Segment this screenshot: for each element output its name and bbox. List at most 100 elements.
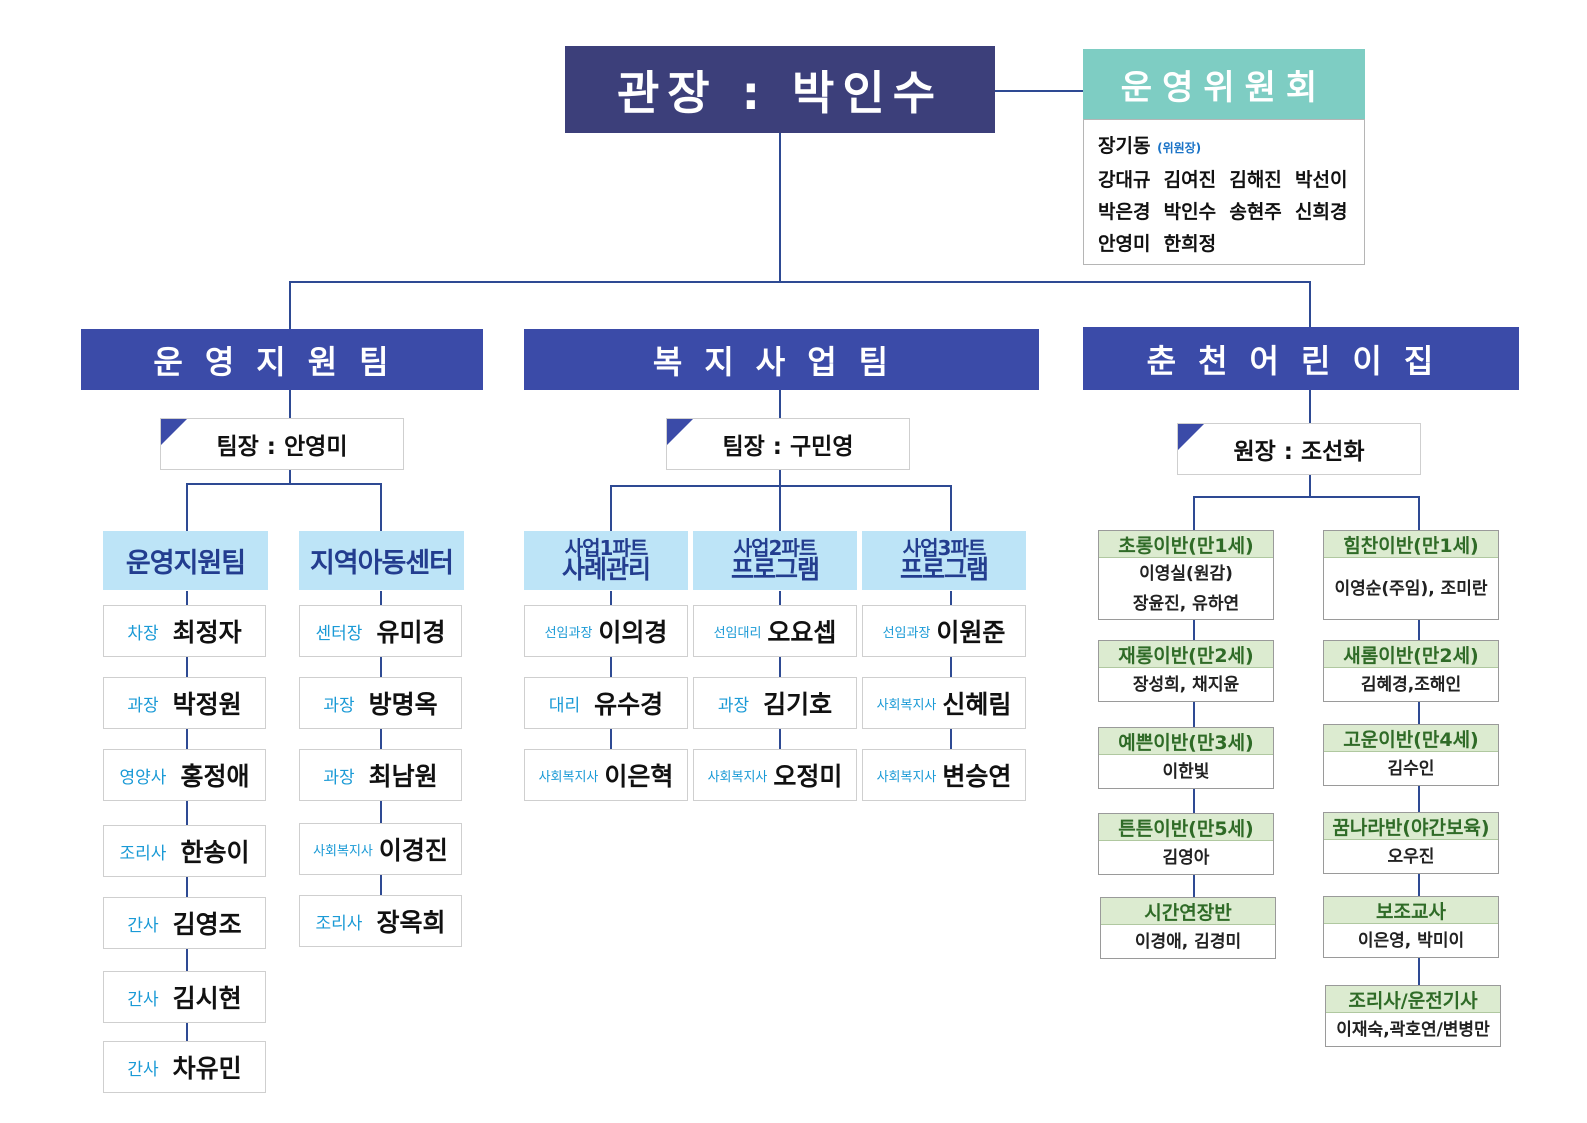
leader-box-welfare: 팀장 : 구민영 — [666, 418, 910, 470]
director-label: 관장 : 박인수 — [616, 65, 944, 120]
member-box: 영양사 홍정애 — [103, 749, 266, 801]
member-role: 과장 — [717, 695, 750, 716]
member-box: 차장 최정자 — [103, 605, 266, 657]
member-box: 간사 김시현 — [103, 971, 266, 1023]
member-name: 박정원 — [172, 690, 242, 719]
committee-row: 박은경 박인수 송현주 신희경 — [1098, 201, 1348, 223]
member-box: 선임과장 이의경 — [524, 605, 688, 657]
member-role: 과장 — [323, 695, 355, 716]
class-member: 장윤진, 유하연 — [1132, 594, 1240, 614]
connector-line — [950, 591, 952, 761]
member-name: 최정자 — [172, 618, 242, 647]
member-name: 이경진 — [378, 836, 448, 865]
team-header-daycare: 춘천어린이집 — [1083, 327, 1519, 390]
member-role: 과장 — [323, 767, 355, 788]
member-role: 과장 — [127, 695, 159, 716]
leader-label: 팀장 : 구민영 — [722, 434, 854, 460]
class-box: 조리사/운전기사 이재숙,곽호연/변병만 — [1325, 985, 1501, 1047]
connector-line — [1309, 475, 1311, 497]
member-role: 대리 — [548, 695, 581, 716]
member-role: 선임과장 — [882, 625, 931, 641]
member-role: 사회복지사 — [707, 769, 768, 785]
class-title: 재롱이반(만2세) — [1099, 641, 1273, 668]
member-role: 선임대리 — [713, 625, 762, 641]
class-box: 힘찬이반(만1세) 이영순(주임), 조미란 — [1323, 530, 1499, 620]
class-box: 보조교사 이은영, 박미이 — [1323, 896, 1499, 958]
class-member: 이한빛 — [1162, 762, 1210, 782]
class-title: 시간연장반 — [1101, 898, 1275, 925]
member-name: 김기호 — [763, 690, 833, 719]
connector-line — [1309, 281, 1311, 329]
member-name: 유미경 — [376, 618, 446, 647]
class-title: 꿈나라반(야간보육) — [1324, 813, 1498, 840]
class-member: 김혜경,조해인 — [1360, 675, 1462, 695]
corner-flag-icon — [161, 419, 187, 445]
sub-header-part1: 사업1파트 사례관리 — [524, 531, 688, 590]
member-box: 과장 최남원 — [299, 749, 462, 801]
committee-title: 운영위원회 — [1120, 67, 1328, 108]
member-role: 센터장 — [315, 623, 363, 644]
member-role: 사회복지사 — [876, 769, 937, 785]
team-title: 춘천어린이집 — [1146, 341, 1456, 380]
connector-line — [610, 485, 612, 533]
class-member: 이영순(주임), 조미란 — [1334, 579, 1488, 599]
sub-title-line2: 사례관리 — [561, 555, 651, 584]
member-box: 사회복지사 신혜림 — [862, 677, 1026, 729]
connector-line — [610, 485, 952, 487]
member-name: 방명옥 — [368, 690, 438, 719]
connector-line — [779, 133, 781, 283]
member-box: 조리사 한송이 — [103, 825, 266, 877]
member-name: 홍정애 — [180, 762, 250, 791]
member-name: 오요셉 — [767, 618, 837, 647]
member-name: 이의경 — [598, 618, 668, 647]
class-member: 이경애, 김경미 — [1134, 932, 1242, 952]
member-name: 최남원 — [368, 762, 438, 791]
member-name: 신혜림 — [942, 690, 1012, 719]
member-name: 이은혁 — [604, 762, 674, 791]
member-name: 장옥희 — [376, 908, 446, 937]
committee-chair: 장기동 (위원장) — [1098, 130, 1350, 164]
director-box: 관장 : 박인수 — [565, 46, 995, 133]
member-role: 조리사 — [315, 913, 363, 934]
class-member: 김영아 — [1162, 848, 1210, 868]
member-role: 간사 — [127, 915, 159, 936]
sub-title-line1: 사업1파트 — [564, 536, 649, 560]
connector-line — [779, 470, 781, 486]
sub-title-line2: 프로그램 — [899, 555, 989, 584]
member-name: 오정미 — [773, 762, 843, 791]
member-name: 한송이 — [180, 838, 250, 867]
committee-row: 안영미 한희정 — [1098, 233, 1217, 255]
sub-header-part3: 사업3파트 프로그램 — [862, 531, 1026, 590]
member-role: 선임과장 — [544, 625, 593, 641]
class-title: 새롬이반(만2세) — [1324, 641, 1498, 668]
connector-line — [779, 390, 781, 418]
class-box: 고운이반(만4세) 김수인 — [1323, 724, 1499, 786]
class-title: 튼튼이반(만5세) — [1099, 814, 1273, 841]
class-title: 보조교사 — [1324, 897, 1498, 924]
committee-header: 운영위원회 — [1083, 49, 1365, 119]
class-member: 이은영, 박미이 — [1357, 931, 1465, 951]
leader-box-daycare: 원장 : 조선화 — [1177, 423, 1421, 475]
sub-title-line1: 사업2파트 — [733, 536, 818, 560]
sub-title: 지역아동센터 — [309, 548, 454, 579]
connector-line — [289, 281, 291, 329]
connector-line — [1193, 496, 1195, 530]
class-title: 고운이반(만4세) — [1324, 725, 1498, 752]
class-title: 힘찬이반(만1세) — [1324, 531, 1498, 558]
committee-chair-name: 장기동 — [1098, 135, 1151, 157]
committee-row: 강대규 김여진 김해진 박선이 — [1098, 169, 1348, 191]
member-role: 간사 — [127, 989, 159, 1010]
sub-title: 운영지원팀 — [125, 548, 246, 579]
member-name: 김영조 — [172, 910, 242, 939]
leader-label: 원장 : 조선화 — [1233, 439, 1365, 465]
sub-header-ops-support: 운영지원팀 — [103, 531, 268, 590]
connector-line — [995, 90, 1083, 92]
member-box: 간사 차유민 — [103, 1041, 266, 1093]
class-box: 초롱이반(만1세) 이영실(원감) 장윤진, 유하연 — [1098, 530, 1274, 620]
connector-line — [1418, 620, 1420, 988]
connector-line — [1418, 496, 1420, 530]
member-role: 간사 — [127, 1059, 159, 1080]
corner-flag-icon — [667, 419, 693, 445]
class-member: 장성희, 채지윤 — [1132, 675, 1240, 695]
member-name: 유수경 — [594, 690, 664, 719]
